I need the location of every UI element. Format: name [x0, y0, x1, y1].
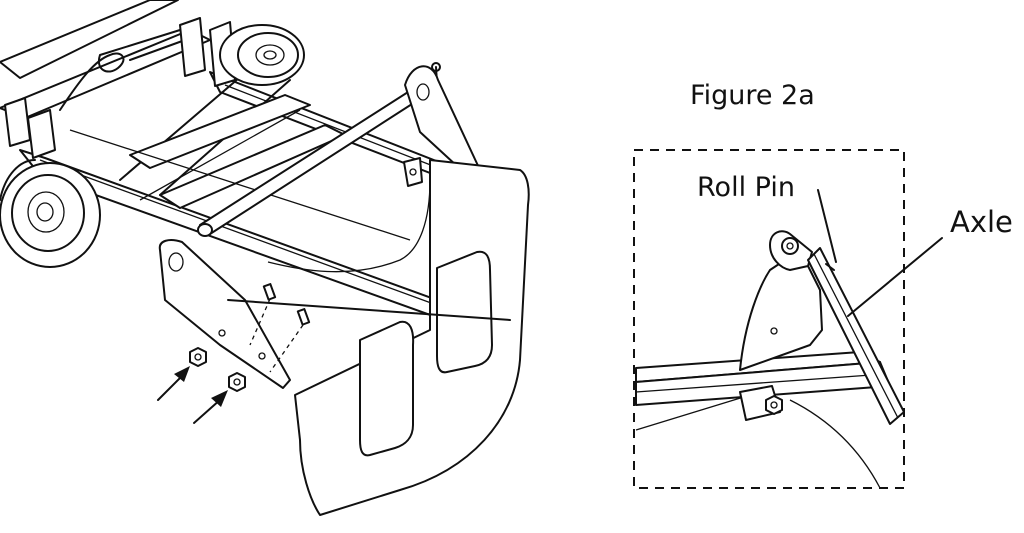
- side-plate-right: [403, 65, 481, 187]
- mounting-plate-left: [158, 239, 511, 389]
- carriage-bolts: [249, 283, 311, 373]
- wheel-upper: [219, 24, 305, 86]
- detail-frame: [633, 149, 905, 489]
- axle-callout: [847, 237, 943, 317]
- roll-pin-callout: [817, 189, 837, 271]
- deflector-chute: [267, 159, 530, 516]
- detail-illustration: [635, 230, 905, 489]
- roll-pin-label: Roll Pin: [697, 172, 795, 203]
- lock-nut-lower: [228, 372, 246, 392]
- arrow-nut-lower: [193, 390, 228, 424]
- main-assembly-illustration: [0, 0, 530, 516]
- lock-nut-upper: [189, 347, 207, 367]
- cross-members: [69, 94, 411, 241]
- chute-window-right: [436, 250, 493, 374]
- arrow-nut-upper: [157, 366, 190, 401]
- wheel-lower: [0, 159, 101, 268]
- figure-title: Figure 2a: [690, 80, 815, 111]
- chute-window-left: [359, 320, 415, 457]
- axle-label: Axle: [950, 205, 1013, 239]
